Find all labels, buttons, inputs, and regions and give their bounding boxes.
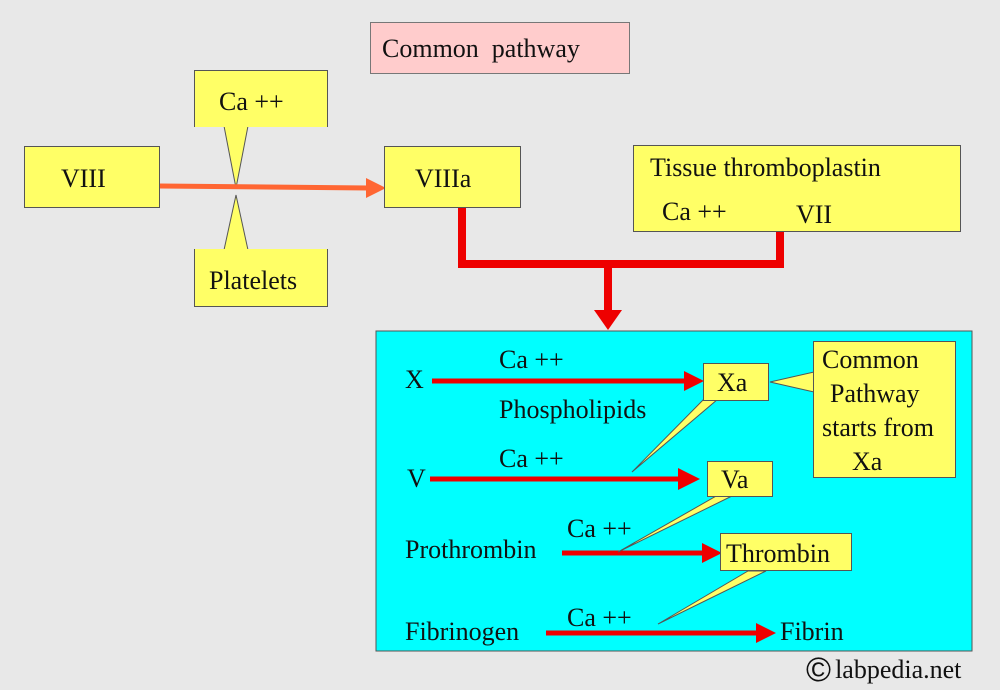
watermark: © labpedia.net	[806, 651, 962, 689]
title-text: Common pathway	[382, 34, 580, 63]
merge-bracket	[458, 206, 784, 268]
ca-cofactor-box: Ca ++	[194, 70, 328, 127]
factor-viii-box: VIII	[24, 146, 160, 208]
tissue-thromboplastin-box: Tissue thromboplastin Ca ++ VII	[633, 145, 961, 232]
tissue-thromboplastin-label: Tissue thromboplastin	[650, 153, 881, 182]
merge-arrowhead	[594, 310, 622, 330]
va-box: Va	[707, 461, 773, 497]
prothrombin-cofactor-label: Ca ++	[567, 514, 632, 543]
platelets-box: Platelets	[194, 249, 328, 307]
v-to-va-arrowhead	[678, 468, 700, 490]
factor-viiia-label: VIIIa	[415, 164, 472, 193]
factor-v-label: V	[407, 464, 426, 493]
ca-cofactor-label: Ca ++	[219, 87, 284, 116]
viii-to-viiia-arrow	[159, 183, 369, 191]
fibrinogen-to-fibrin-arrowhead	[756, 623, 776, 643]
factor-viiia-box: VIIIa	[384, 146, 521, 208]
viii-to-viiia-arrowhead	[366, 178, 386, 198]
common-pathway-note: Common Pathway starts from Xa	[813, 341, 956, 478]
phospholipids-label: Phospholipids	[499, 395, 647, 424]
fibrinogen-cofactor-label: Ca ++	[567, 603, 632, 632]
tissue-ca-label: Ca ++	[662, 197, 727, 226]
thrombin-label: Thrombin	[726, 539, 830, 568]
platelets-callout-pointer	[223, 194, 249, 251]
x-cofactor-label: Ca ++	[499, 345, 564, 374]
watermark-text: labpedia.net	[835, 655, 962, 684]
v-cofactor-label: Ca ++	[499, 444, 564, 473]
thrombin-box: Thrombin	[720, 533, 852, 571]
copyright-icon: ©	[806, 651, 832, 689]
title-box: Common pathway	[370, 22, 630, 74]
factor-x-label: X	[405, 365, 424, 394]
factor-viii-label: VIII	[61, 164, 106, 193]
thrombin-callout-pointer	[657, 570, 767, 625]
va-label: Va	[721, 465, 749, 494]
fibrinogen-label: Fibrinogen	[405, 617, 520, 646]
xa-box: Xa	[703, 363, 769, 401]
note-line-1: Common	[822, 345, 919, 374]
platelets-label: Platelets	[209, 266, 298, 295]
ca-callout-pointer	[223, 125, 249, 189]
xa-label: Xa	[717, 368, 748, 397]
x-to-xa-arrowhead	[684, 371, 704, 391]
note-line-3: starts from	[822, 413, 934, 442]
tissue-vii-label: VII	[796, 200, 833, 229]
prothrombin-to-thrombin-arrowhead	[702, 543, 722, 563]
note-line-4: Xa	[852, 447, 883, 476]
note-line-2: Pathway	[830, 379, 920, 408]
fibrin-label: Fibrin	[780, 617, 844, 646]
prothrombin-label: Prothrombin	[405, 535, 537, 564]
